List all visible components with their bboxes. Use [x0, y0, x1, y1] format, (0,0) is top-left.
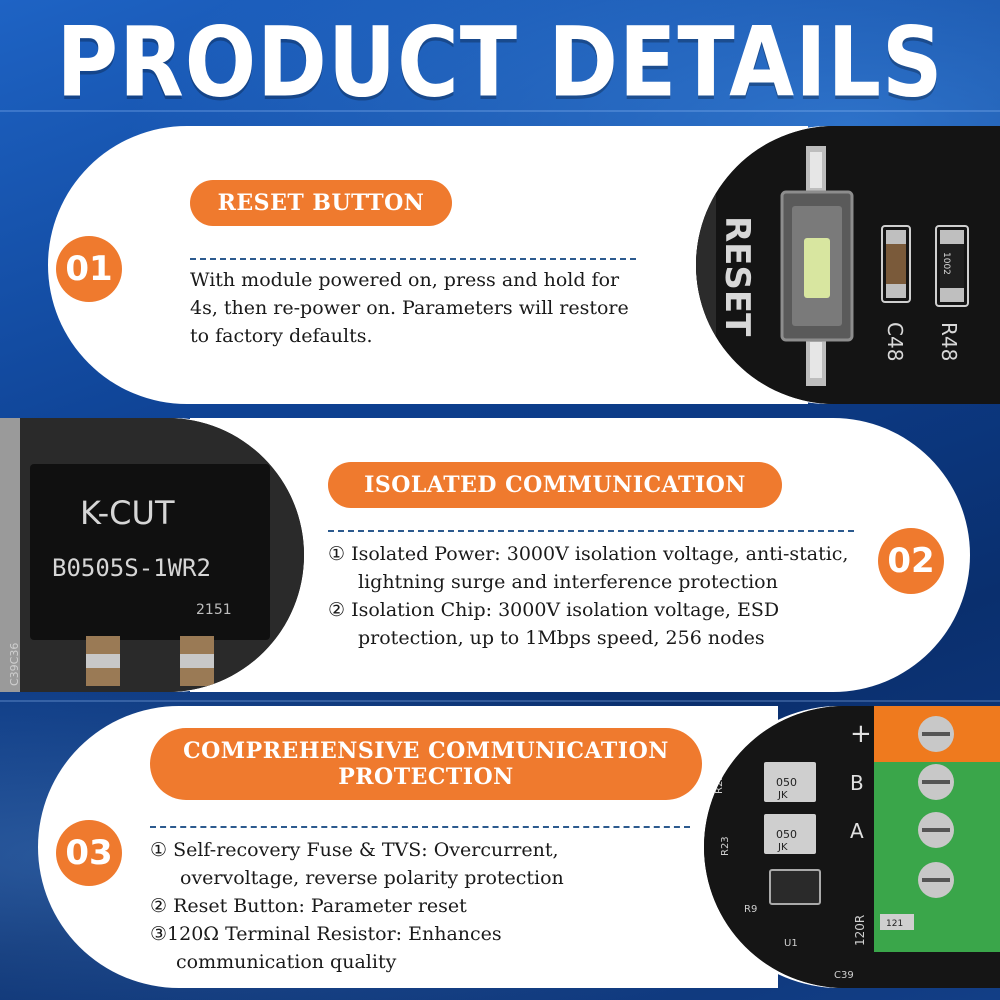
section-heading-reset-button: RESET BUTTON: [190, 180, 452, 226]
chip-code: 2151: [196, 602, 232, 618]
terminal-board-image: + B A 050 JK 050 JK R22 R23 R9 120R 121 …: [704, 706, 1000, 988]
heading-line-1: COMPREHENSIVE COMMUNICATION: [183, 737, 669, 764]
list-item-text: Reset Button: Parameter reset: [167, 895, 467, 917]
a-label: A: [850, 819, 864, 843]
section-heading-isolated-communication: ISOLATED COMMUNICATION: [328, 462, 782, 508]
list-item: ① Isolated Power: 3000V isolation voltag…: [328, 540, 868, 568]
section-number-02: 02: [878, 528, 944, 594]
chip-model: B0505S-1WR2: [52, 554, 211, 582]
fuse-brand: JK: [777, 790, 788, 801]
list-marker: ①: [150, 839, 168, 861]
background-line: [0, 700, 1000, 702]
120r-label: 120R: [853, 915, 867, 946]
c39-label: C39: [834, 970, 854, 981]
list-marker: ②: [328, 599, 346, 621]
section-number-03: 03: [56, 820, 122, 886]
section-1-body: With module powered on, press and hold f…: [190, 269, 629, 347]
r48-label: R48: [937, 322, 961, 361]
divider: [150, 826, 690, 828]
c48-label: C48: [883, 322, 907, 361]
divider: [190, 258, 636, 260]
fuse-label: 050: [776, 828, 797, 841]
r23-label: R23: [720, 836, 731, 856]
reset-board-image: RESET 1002 C48 R48: [696, 126, 1000, 404]
section-1-panel: [48, 126, 808, 404]
list-item: ② Isolation Chip: 3000V isolation voltag…: [328, 596, 868, 624]
terminal-board-photo: + B A 050 JK 050 JK R22 R23 R9 120R 121 …: [704, 706, 1000, 988]
list-item: ① Self-recovery Fuse & TVS: Overcurrent,: [150, 836, 670, 864]
reset-silkscreen: RESET: [717, 216, 757, 337]
list-item: ② Reset Button: Parameter reset: [150, 892, 670, 920]
r9-label: R9: [744, 904, 757, 915]
divider: [328, 530, 854, 532]
fuse-brand: JK: [777, 842, 788, 853]
list-marker: ①: [328, 543, 346, 565]
list-item-text: Self-recovery Fuse & TVS: Overcurrent,: [167, 839, 559, 861]
list-item-continuation: overvoltage, reverse polarity protection: [180, 867, 564, 889]
list-item-text: Isolation Chip: 3000V isolation voltage,…: [345, 599, 780, 621]
fuse-label: 050: [776, 776, 797, 789]
chip-brand: K-CUT: [80, 494, 175, 532]
reset-button-photo: RESET 1002 C48 R48: [696, 126, 1000, 404]
list-item-continuation: protection, up to 1Mbps speed, 256 nodes: [358, 627, 765, 649]
b-label: B: [850, 771, 864, 795]
list-item: ③120Ω Terminal Resistor: Enhances: [150, 920, 670, 948]
section-heading-comprehensive-protection: COMPREHENSIVE COMMUNICATION PROTECTION: [150, 728, 702, 800]
list-item-text: Isolated Power: 3000V isolation voltage,…: [345, 543, 849, 565]
list-marker: ③: [150, 923, 168, 945]
list-marker: ②: [150, 895, 168, 917]
list-item-continuation: communication quality: [176, 951, 397, 973]
u1-label: U1: [784, 938, 798, 949]
heading-line-2: PROTECTION: [338, 764, 514, 790]
resistor-code: 1002: [941, 252, 951, 275]
section-3-body: ① Self-recovery Fuse & TVS: Overcurrent,…: [150, 836, 670, 976]
resistor-121: 121: [886, 919, 903, 929]
r22-label: R22: [714, 774, 725, 794]
page-title: PRODUCT DETAILS: [56, 6, 944, 119]
list-item-continuation: lightning surge and interference protect…: [358, 571, 778, 593]
section-number-01: 01: [56, 236, 122, 302]
chip-side-label: C39C36: [8, 643, 21, 686]
section-2-body: ① Isolated Power: 3000V isolation voltag…: [328, 540, 868, 652]
isolation-module-photo: K-CUT B0505S-1WR2 2151 C39C36: [0, 418, 304, 692]
isolation-chip-image: K-CUT B0505S-1WR2 2151 C39C36: [0, 418, 304, 692]
plus-label: +: [850, 719, 872, 749]
list-item-text: 120Ω Terminal Resistor: Enhances: [167, 923, 502, 945]
